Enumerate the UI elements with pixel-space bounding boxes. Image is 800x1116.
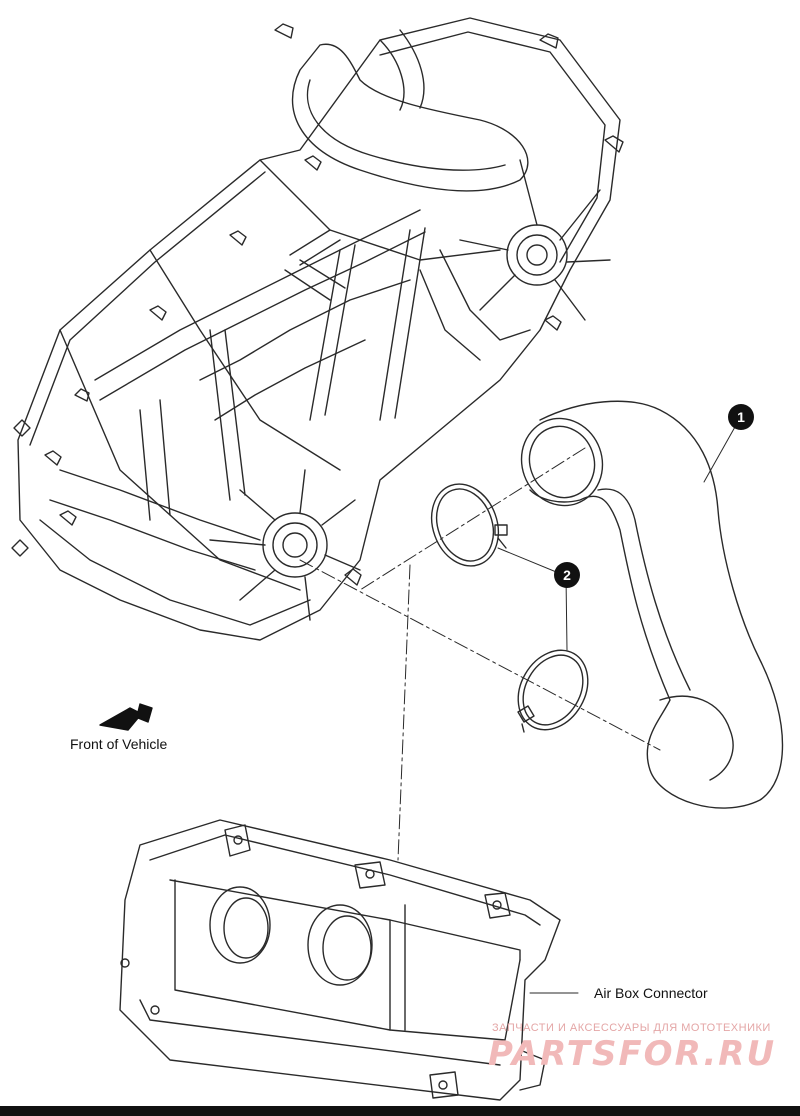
air-box-connector-label: Air Box Connector — [594, 985, 708, 1001]
callout-2: 2 — [554, 562, 580, 588]
leader-lines — [497, 417, 741, 994]
cvt-cover-housing — [11, 17, 624, 641]
watermark-brand: PARTSFOR.RU — [488, 1034, 777, 1074]
callout-1: 1 — [728, 404, 754, 430]
bottom-border — [0, 1106, 800, 1116]
front-arrow-icon — [99, 703, 153, 731]
callout-1-number: 1 — [737, 409, 745, 425]
intake-duct — [520, 400, 784, 809]
callout-2-number: 2 — [563, 567, 571, 583]
center-lines — [299, 447, 661, 861]
clamp-lower — [517, 649, 589, 733]
clamp-upper — [430, 483, 508, 567]
air-box-connector — [119, 819, 561, 1101]
front-of-vehicle-label: Front of Vehicle — [70, 736, 168, 752]
watermark-tagline: ЗАПЧАСТИ И АКСЕССУАРЫ ДЛЯ МОТОТЕХНИКИ — [492, 1022, 771, 1034]
